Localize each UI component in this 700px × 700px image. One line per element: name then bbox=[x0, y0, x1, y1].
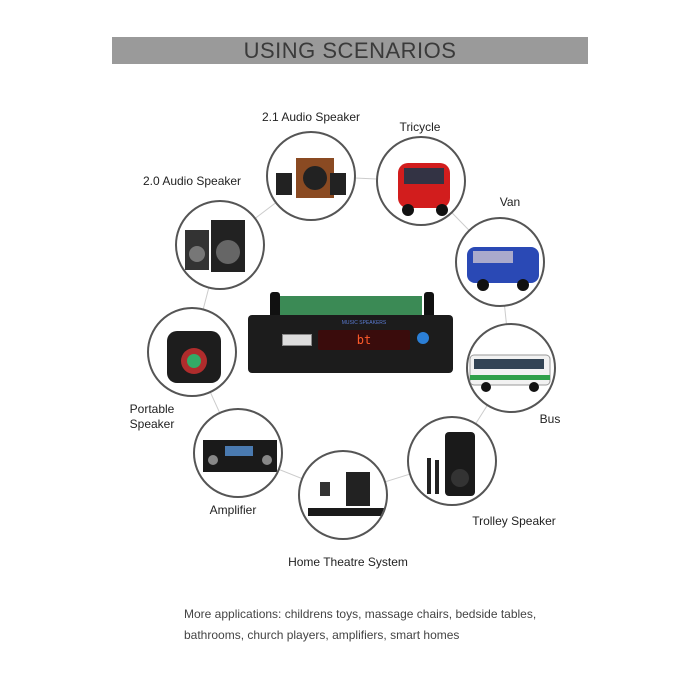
label-home-theatre: Home Theatre System bbox=[288, 555, 408, 569]
label-amplifier: Amplifier bbox=[209, 503, 257, 517]
usb-port bbox=[282, 334, 312, 346]
scenario-2-0-speaker bbox=[175, 200, 265, 290]
led-display: bt bbox=[318, 330, 410, 350]
label-bus: Bus bbox=[539, 412, 561, 426]
footer-line-1: More applications: childrens toys, massa… bbox=[184, 607, 537, 621]
subwoofer-speakers-icon bbox=[276, 158, 346, 198]
scenario-van bbox=[455, 217, 545, 307]
mount-post-left bbox=[270, 292, 280, 318]
pcb-board bbox=[272, 296, 422, 318]
label-tricycle: Tricycle bbox=[399, 120, 441, 134]
scenario-bus bbox=[466, 323, 556, 413]
red-tricycle-car-icon bbox=[398, 163, 450, 216]
footer-line-2: bathrooms, church players, amplifiers, s… bbox=[184, 628, 460, 642]
amplifier-icon bbox=[203, 440, 277, 472]
mount-post-right bbox=[424, 292, 434, 318]
bus-icon bbox=[469, 354, 551, 392]
trolley-speaker-icon bbox=[427, 432, 475, 496]
panel-label: MUSIC SPEAKERS bbox=[341, 320, 387, 326]
scenario-amplifier bbox=[193, 408, 283, 498]
page-title: USING SCENARIOS bbox=[243, 37, 457, 63]
scenario-home-theatre bbox=[298, 450, 388, 540]
bluetooth-icon bbox=[417, 332, 429, 344]
soundbar-icon bbox=[308, 472, 384, 516]
label-2-0-speaker: 2.0 Audio Speaker bbox=[142, 174, 242, 188]
more-applications-text: More applications: childrens toys, massa… bbox=[184, 604, 536, 646]
scenario-tricycle bbox=[376, 136, 466, 226]
bookshelf-speakers-icon bbox=[185, 220, 245, 272]
label-portable-speaker: Portable Speaker bbox=[129, 402, 175, 431]
portable-speaker-icon bbox=[167, 331, 221, 383]
label-2-1-speaker: 2.1 Audio Speaker bbox=[261, 110, 361, 124]
scenario-trolley-speaker bbox=[407, 416, 497, 506]
label-van: Van bbox=[499, 195, 521, 209]
scenario-portable-speaker bbox=[147, 307, 237, 397]
label-trolley-speaker: Trolley Speaker bbox=[472, 514, 556, 528]
title-bar: USING SCENARIOS bbox=[112, 37, 588, 64]
blue-van-icon bbox=[467, 247, 539, 291]
scenario-2-1-speaker bbox=[266, 131, 356, 221]
